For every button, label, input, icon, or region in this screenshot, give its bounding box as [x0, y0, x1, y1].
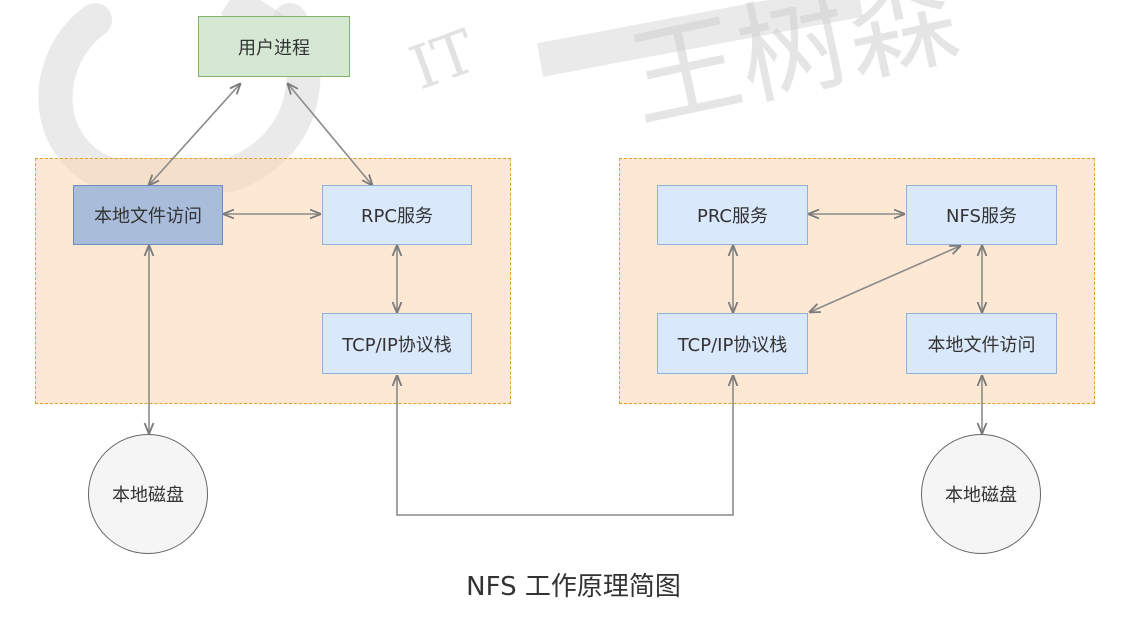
client-tcpip-stack-label: TCP/IP协议栈 [342, 334, 452, 356]
client-rpc-service-node[interactable]: RPC服务 [322, 185, 472, 245]
user-process-label: 用户进程 [238, 37, 310, 59]
server-local-disk-node[interactable]: 本地磁盘 [921, 434, 1041, 554]
server-local-file-access-node[interactable]: 本地文件访问 [906, 313, 1057, 374]
server-tcpip-stack-label: TCP/IP协议栈 [677, 334, 788, 356]
client-local-disk-node[interactable]: 本地磁盘 [88, 434, 208, 554]
server-prc-service-label: PRC服务 [696, 206, 769, 227]
client-rpc-service-label: RPC服务 [361, 206, 433, 227]
client-local-disk-label: 本地磁盘 [112, 485, 184, 506]
server-prc-service-node[interactable]: PRC服务 [657, 185, 808, 245]
diagram-caption: NFS 工作原理简图 [466, 572, 681, 602]
server-local-disk-label: 本地磁盘 [945, 485, 1017, 506]
edge-nfs-to-tcpip [810, 246, 960, 312]
client-local-file-access-label: 本地文件访问 [94, 206, 202, 227]
user-process-node[interactable]: 用户进程 [198, 16, 350, 77]
edge-network-link [397, 376, 733, 516]
server-nfs-service-node[interactable]: NFS服务 [906, 185, 1057, 245]
client-local-file-access-node[interactable]: 本地文件访问 [73, 185, 223, 245]
server-tcpip-stack-node[interactable]: TCP/IP协议栈 [657, 313, 808, 374]
edge-process-to-local-file [149, 84, 240, 185]
edge-process-to-rpc [288, 84, 372, 185]
server-local-file-access-label: 本地文件访问 [927, 334, 1036, 356]
server-nfs-service-label: NFS服务 [946, 206, 1017, 227]
client-tcpip-stack-node[interactable]: TCP/IP协议栈 [322, 313, 472, 374]
